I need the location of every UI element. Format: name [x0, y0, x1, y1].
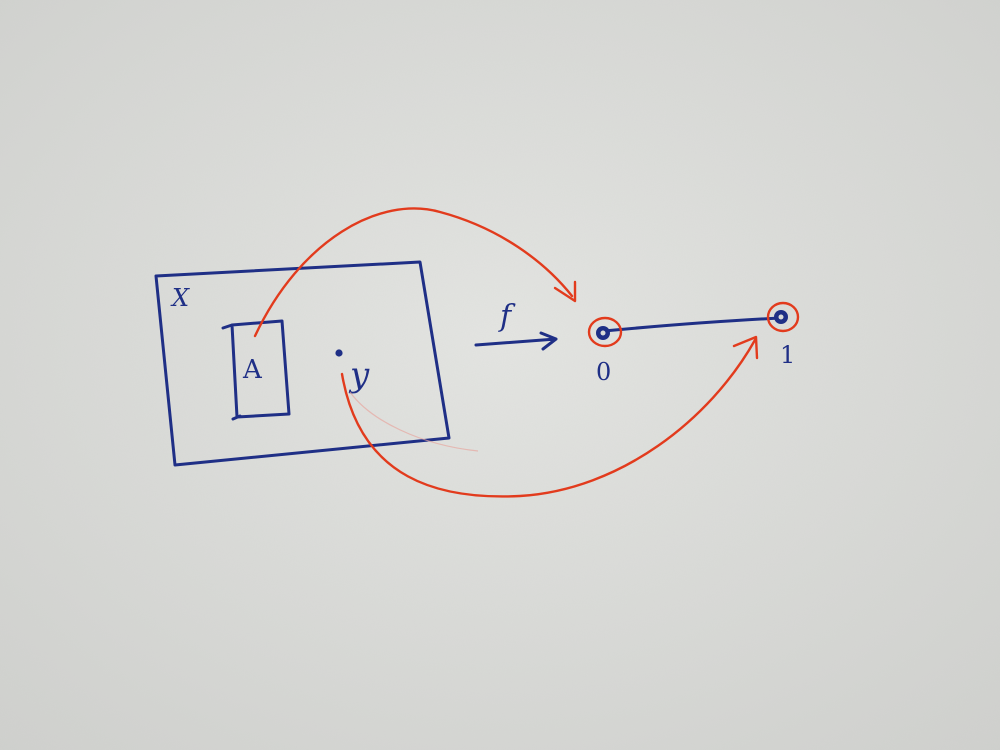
- target-zero-highlight-circle: [587, 316, 623, 348]
- target-one-label: 1: [780, 341, 795, 369]
- red-arrow-a-to-zero: [253, 207, 574, 338]
- set-x-label: X: [170, 284, 190, 312]
- point-y-dot: [335, 349, 343, 357]
- target-zero-label: 0: [596, 358, 611, 386]
- target-segment: [602, 316, 782, 333]
- red-arrowhead-one: [732, 335, 759, 360]
- red-arrowhead-zero: [553, 280, 577, 303]
- red-arrow-y-to-one: [340, 338, 757, 498]
- point-y-label: y: [348, 355, 370, 395]
- subset-a-rectangle: [221, 319, 291, 421]
- subset-a-label: A: [242, 355, 263, 385]
- target-one-highlight-circle: [766, 301, 800, 333]
- target-point-one: [766, 301, 800, 333]
- map-f-arrow: [474, 331, 558, 351]
- target-point-zero: [587, 316, 623, 348]
- set-x-rectangle: [154, 260, 451, 467]
- faint-pencil-stroke: [349, 391, 479, 452]
